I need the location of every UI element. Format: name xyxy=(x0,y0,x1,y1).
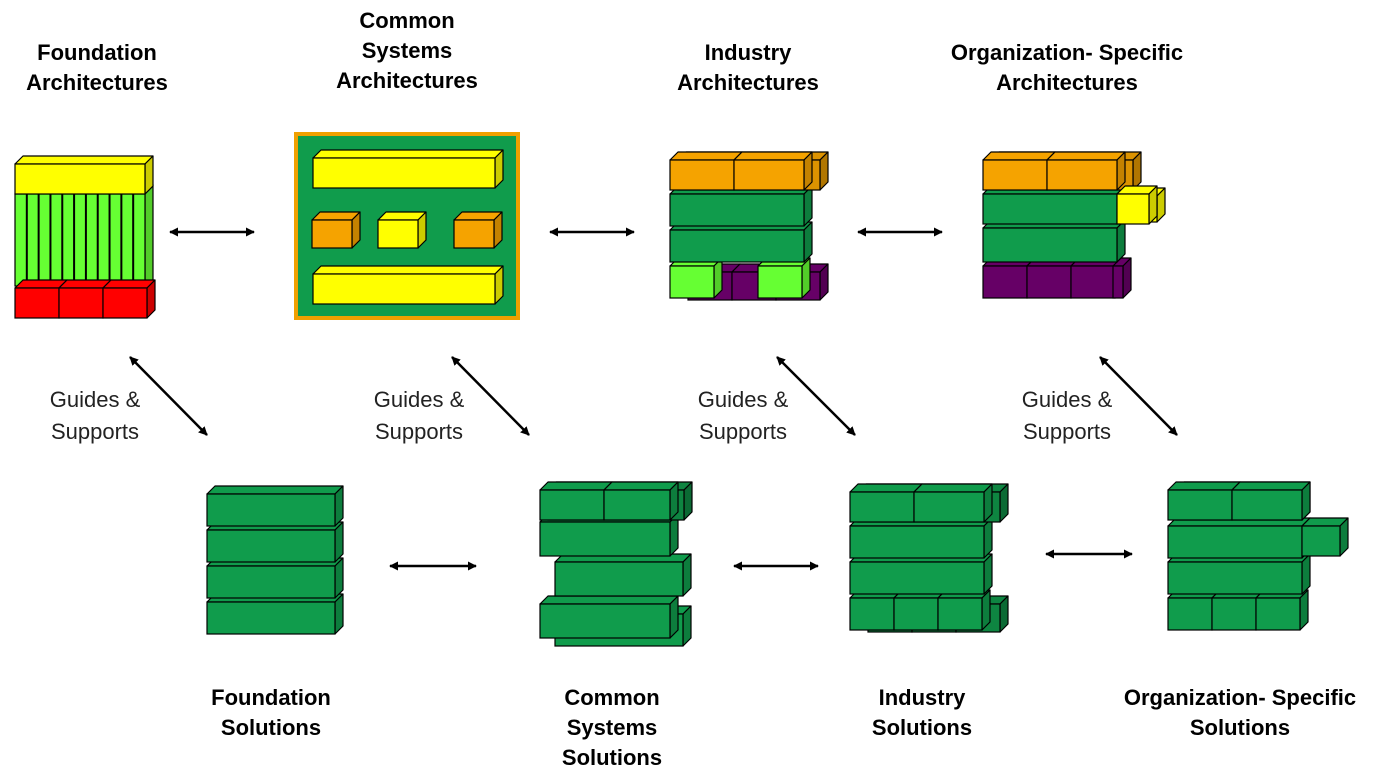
industry-solution-top-block xyxy=(849,483,923,523)
org-solution-extension xyxy=(1301,517,1349,557)
common-solution-top-block xyxy=(603,481,679,521)
foundation-solution-layer xyxy=(206,557,344,599)
org-solution-layer xyxy=(1167,517,1311,559)
guides-arrow xyxy=(1099,356,1178,436)
guides-arrow xyxy=(451,356,530,436)
org-specific-architectures-icon xyxy=(982,151,1166,299)
industry-top-block xyxy=(733,151,813,191)
common-solution-top-block xyxy=(539,481,613,521)
foundation-top-beam xyxy=(14,155,154,195)
guides-arrow xyxy=(776,356,856,436)
industry-architectures-icon xyxy=(669,151,829,301)
industry-solution-top-block xyxy=(913,483,993,523)
industry-solution-layer xyxy=(849,517,993,559)
common-bottom-bar xyxy=(312,265,504,305)
org-base-block xyxy=(1112,257,1132,299)
foundation-base-block xyxy=(102,279,156,319)
common-systems-architectures-icon xyxy=(294,132,520,320)
foundation-solutions-icon xyxy=(206,485,344,635)
foundation-solution-layer xyxy=(206,485,344,527)
guides-arrow xyxy=(129,356,208,436)
foundation-architectures-icon xyxy=(14,155,156,319)
org-specific-solutions-icon xyxy=(1167,481,1349,631)
common-middle-cube xyxy=(377,211,427,249)
industry-solution-base xyxy=(937,589,991,631)
industry-layer xyxy=(669,221,813,263)
guides-supports-label-3: Guides &Supports xyxy=(697,387,789,444)
industry-layer xyxy=(669,185,813,227)
common-right-cube xyxy=(453,211,503,249)
org-solution-top-block xyxy=(1231,481,1311,521)
industry-accent-block xyxy=(669,257,723,299)
org-solution-top-block xyxy=(1167,481,1241,521)
common-top-bar xyxy=(312,149,504,189)
guides-supports-label-2: Guides &Supports xyxy=(373,387,465,444)
common-left-cube xyxy=(311,211,361,249)
guides-supports-label-4: Guides &Supports xyxy=(1021,387,1113,444)
org-solution-layer xyxy=(1167,553,1311,595)
org-top-block xyxy=(1046,151,1126,191)
foundation-solution-layer xyxy=(206,521,344,563)
org-top-block xyxy=(982,151,1056,191)
industry-accent-block xyxy=(757,257,811,299)
org-solution-base xyxy=(1255,589,1309,631)
guides-supports-label-1: Guides &Supports xyxy=(49,387,141,444)
foundation-pillars xyxy=(14,184,154,290)
industry-solutions-icon xyxy=(849,483,1009,633)
common-systems-solutions-icon xyxy=(539,481,693,647)
org-layer xyxy=(982,185,1126,225)
industry-solution-layer xyxy=(849,553,993,595)
org-extension-block xyxy=(1116,185,1158,225)
common-solution-bar xyxy=(554,553,692,597)
foundation-solution-layer xyxy=(206,593,344,635)
common-solution-bar xyxy=(539,595,679,639)
industry-top-block xyxy=(669,151,743,191)
org-layer xyxy=(982,219,1126,263)
